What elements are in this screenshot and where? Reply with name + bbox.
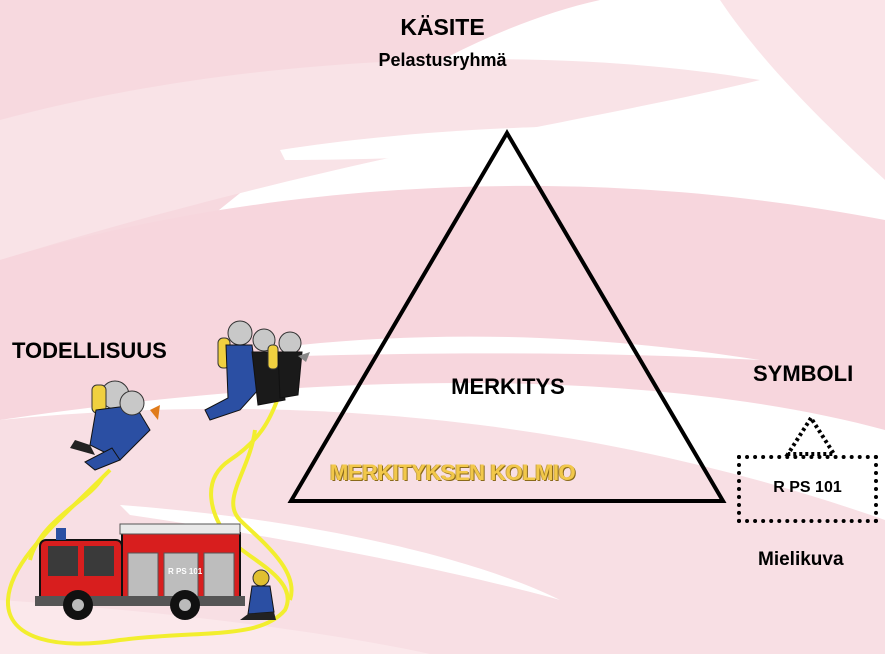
- fire-hose: [5, 397, 294, 646]
- symbol-label: SYMBOLI: [753, 361, 854, 386]
- reality-label: TODELLISUUS: [12, 338, 167, 363]
- triangle-caption: MERKITYKSEN KOLMIO: [330, 460, 576, 485]
- meaning-label: MERKITYS: [451, 374, 565, 399]
- meaning-triangle: [287, 129, 727, 503]
- concept-title: KÄSITE: [400, 14, 485, 40]
- mental-image-label: Mielikuva: [758, 549, 844, 570]
- truck-plate: R PS 101: [168, 567, 203, 576]
- firefighter-crouching-icon: [240, 569, 276, 620]
- firefighters-kneeling-icon: [70, 380, 160, 471]
- fire-truck-icon: R PS 101: [35, 523, 245, 620]
- symbol-box: R PS 101: [737, 455, 878, 523]
- concept-subtitle: Pelastusryhmä: [378, 50, 507, 70]
- symbol-code: R PS 101: [773, 479, 842, 496]
- symbol-triangle-icon: [784, 414, 838, 456]
- firefighters-standing-icon: [204, 320, 310, 421]
